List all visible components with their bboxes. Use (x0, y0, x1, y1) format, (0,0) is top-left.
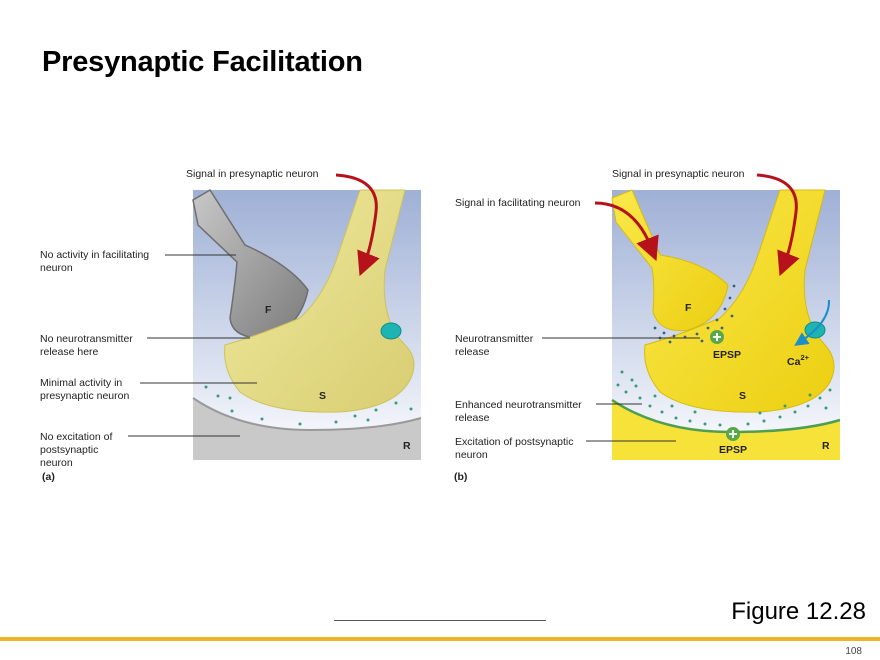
panel-b-postsynaptic-neuron (612, 400, 840, 460)
figure-caption: Figure 12.28 (731, 598, 866, 625)
panel-b-calcium-arrow (794, 299, 831, 346)
panel-a-postsynaptic-neuron (193, 398, 421, 460)
panel-b-graphic: F S R EPSP EPSP Ca2+ (594, 173, 841, 460)
panel-b-letter: (b) (454, 471, 468, 483)
panel-a-signal-arrow (335, 173, 380, 277)
accent-bar (0, 637, 880, 641)
panel-b-label-signal-presynaptic: Signal in presynaptic neuron (612, 168, 745, 180)
panel-a-label-no-excitation: No excitation of postsynaptic neuron (40, 431, 113, 469)
panel-b-label-excitation-postsynaptic: Excitation of postsynaptic neuron (455, 436, 574, 461)
slide-title: Presynaptic Facilitation (42, 46, 363, 78)
panel-b-label-neurotransmitter-release: Neurotransmitter release (455, 333, 534, 358)
panel-b-epsp-top-label: EPSP (713, 349, 741, 361)
panel-b-facilitating-neuron (611, 189, 729, 332)
panel-a-presynaptic-neuron (224, 189, 415, 413)
panel-b-node-r: R (822, 440, 830, 452)
panel-a-letter: (a) (42, 471, 55, 483)
panel-b-neurotransmitter-dots (616, 370, 832, 427)
panel-b-leaders (542, 337, 700, 442)
panel-b-calcium-label: Ca2+ (787, 353, 810, 368)
panel-a-node-r: R (403, 440, 411, 452)
panel-b-facilitating-signal-arrow (594, 201, 659, 262)
footer-rule (334, 620, 546, 621)
panel-b-node-s: S (739, 390, 746, 402)
panel-a-neurotransmitter-dots (204, 385, 413, 426)
panel-a-node-s: S (319, 390, 326, 402)
panel-b-label-signal-facilitating: Signal in facilitating neuron (455, 197, 581, 209)
panel-a-label-no-activity: No activity in facilitating neuron (40, 249, 150, 274)
panel-b-epsp-bottom-icon (726, 427, 740, 441)
panel-a-label-no-neurotransmitter: No neurotransmitter release here (40, 333, 133, 358)
page-number: 108 (845, 646, 862, 657)
panel-a-leaders (128, 254, 257, 437)
panel-a-label-minimal-activity: Minimal activity in presynaptic neuron (40, 377, 130, 402)
panel-a-graphic: F S R (192, 173, 422, 460)
panel-a-channel-icon (380, 322, 402, 340)
panel-b-label-enhanced-release: Enhanced neurotransmitter release (455, 399, 582, 424)
panel-b-epsp-top-icon (710, 330, 724, 344)
panel-b-facilitator-dots (653, 284, 736, 344)
panel-b-node-f: F (685, 302, 692, 314)
panel-a-node-f: F (265, 304, 272, 316)
panel-b-epsp-bottom-label: EPSP (719, 444, 747, 456)
panel-b-presynaptic-signal-arrow (756, 173, 800, 277)
panel-a-label-signal-presynaptic: Signal in presynaptic neuron (186, 168, 319, 180)
